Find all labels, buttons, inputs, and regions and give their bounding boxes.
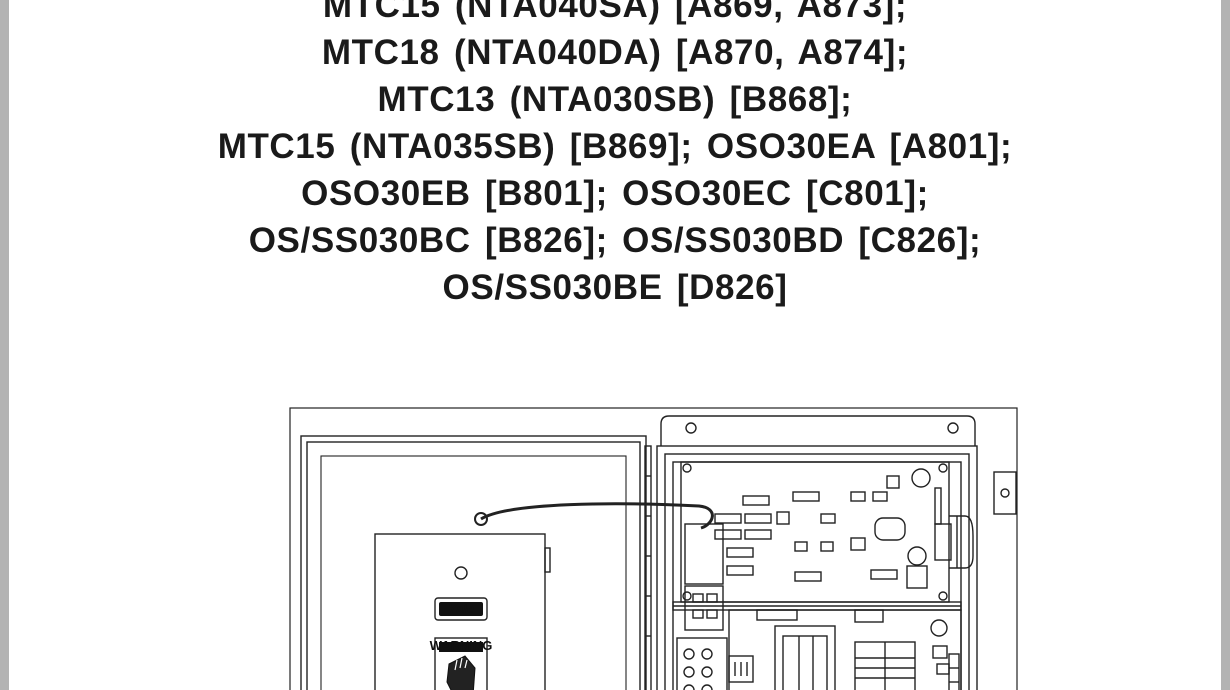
- model-line: OS/SS030BE [D826]: [442, 268, 788, 307]
- model-line: MTC15 (NTA035SB) [B869]; OSO30EA [A801];: [217, 127, 1013, 166]
- model-line: OSO30EB [B801]; OSO30EC [C801];: [301, 174, 929, 213]
- document-page: MTC15 (NTA040SA) [A869, A873]; MTC18 (NT…: [9, 0, 1221, 690]
- yale-brand-plate: Yale: [434, 597, 488, 621]
- terminal-bracket: [684, 523, 724, 631]
- model-line: OS/SS030BC [B826]; OS/SS030BD [C826];: [248, 221, 982, 260]
- lower-circuit-board: [728, 609, 962, 690]
- model-line: MTC18 (NTA040DA) [A870, A874];: [321, 33, 909, 72]
- enclosure-door: [300, 435, 647, 690]
- control-panel-drawing: Yale WARNING: [289, 407, 1018, 690]
- upper-circuit-board: [680, 461, 974, 603]
- door-hinges: [644, 445, 652, 690]
- yale-logo-text: Yale: [448, 601, 474, 616]
- model-line: MTC15 (NTA040SA) [A869, A873];: [322, 0, 908, 25]
- model-line: MTC13 (NTA030SB) [B868];: [377, 80, 853, 119]
- warning-hand-icon: [446, 655, 476, 690]
- warning-label: WARNING: [430, 637, 493, 690]
- cabinet-body: [656, 415, 1017, 690]
- control-panel-illustration: Yale WARNING: [289, 406, 1023, 690]
- warning-label-text: WARNING: [430, 638, 493, 653]
- model-list: MTC15 (NTA040SA) [A869, A873]; MTC18 (NT…: [9, 0, 1221, 311]
- terminal-block: [676, 637, 754, 690]
- figure-frame: [289, 407, 1018, 690]
